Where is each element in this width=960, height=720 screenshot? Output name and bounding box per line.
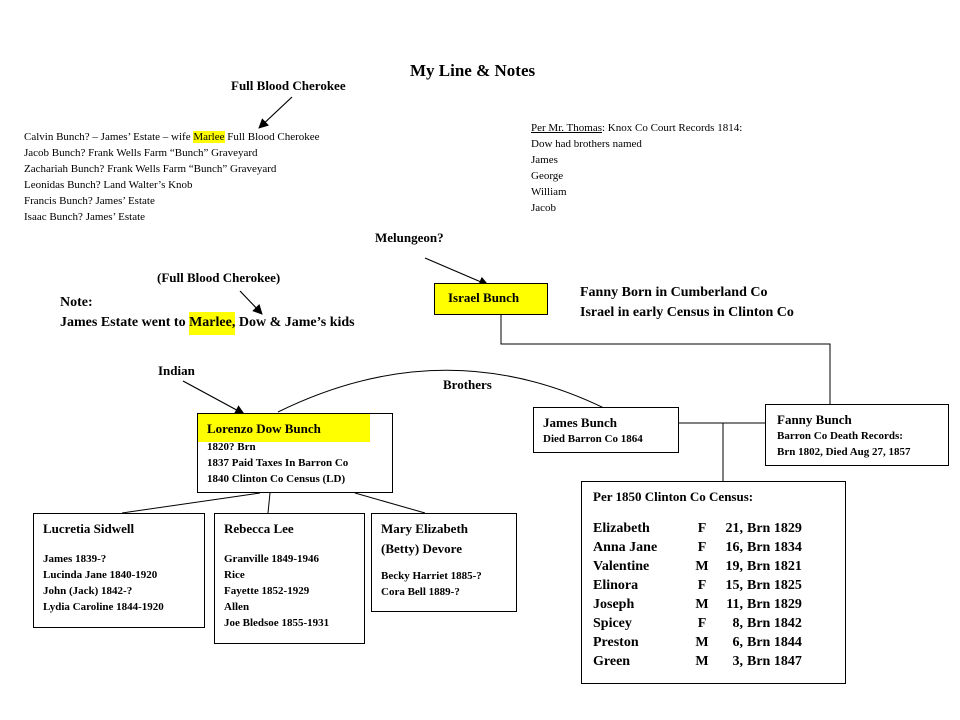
child-line: Allen [224,601,250,613]
relative-line: Zachariah Bunch? Frank Wells Farm “Bunch… [24,163,277,175]
thomas-line: James [531,154,558,166]
child-line: Joe Bledsoe 1855-1931 [224,617,330,629]
thomas-label: Per Mr. Thomas [531,122,602,134]
note-block: Note: James Estate went to Marlee, Dow &… [60,293,355,335]
fanny-name: Fanny Bunch [777,412,852,427]
fanny-notes: Fanny Born in Cumberland Co Israel in ea… [580,285,794,320]
james-bunch-box: James Bunch Died Barron Co 1864 [533,407,679,453]
israel-fanny-connector [500,315,831,404]
page-title: My Line & Notes [410,61,536,80]
child-line: Lydia Caroline 1844-1920 [43,601,164,613]
child-line: Granville 1849-1946 [224,553,320,565]
arrow-indian-to-lorenzo [182,380,245,415]
thomas-note: Per Mr. Thomas: Knox Co Court Records 18… [531,122,743,214]
arrow-cherokee-to-marlee [258,96,293,129]
mary-name-line-1: Mary Elizabeth [381,521,469,536]
lorenzo-name: Lorenzo Dow Bunch [207,421,321,436]
arrow-cherokee-paren-to-marlee [239,290,263,315]
full-blood-cherokee-paren-label: (Full Blood Cherokee) [157,270,281,285]
child-line: Lucinda Jane 1840-1920 [43,569,158,581]
child-line: Cora Bell 1889-? [381,586,460,598]
relative-line: Jacob Bunch? Frank Wells Farm “Bunch” Gr… [24,147,258,159]
child-line: John (Jack) 1842-? [43,585,133,597]
israel-bunch-box: Israel Bunch [434,283,548,315]
indian-label: Indian [158,363,195,378]
census-title: Per 1850 Clinton Co Census: [593,489,754,504]
brothers-arc [277,369,607,413]
lucretia-name: Lucretia Sidwell [43,521,135,536]
lorenzo-highlight-band [198,414,370,442]
israel-name: Israel Bunch [448,290,520,305]
marlee-highlight: Marlee [193,131,225,143]
rebecca-lee-box: Rebecca Lee Granville 1849-1946 Rice Fay… [214,513,365,644]
child-line: James 1839-? [43,553,107,565]
james-detail: Died Barron Co 1864 [543,433,643,445]
relative-line: Isaac Bunch? James’ Estate [24,211,146,223]
lucretia-sidwell-box: Lucretia Sidwell James 1839-? Lucinda Ja… [33,513,205,628]
relative-line: Francis Bunch? James’ Estate [24,195,155,207]
fanny-bunch-box: Fanny Bunch Barron Co Death Records: Brn… [765,404,949,466]
child-line: Becky Harriet 1885-? [381,570,482,582]
james-name: James Bunch [543,415,618,430]
rebecca-name: Rebecca Lee [224,521,294,536]
melungeon-label: Melungeon? [375,230,444,245]
child-line: Rice [224,569,245,581]
lorenzo-to-rebecca-line [267,492,271,514]
mary-elizabeth-devore-box: Mary Elizabeth (Betty) Devore Becky Harr… [371,513,517,612]
thomas-line: George [531,170,564,182]
full-blood-cherokee-label: Full Blood Cherokee [231,78,346,93]
lorenzo-to-mary-line [354,492,426,514]
relative-line: Leonidas Bunch? Land Walter’s Knob [24,179,193,191]
lorenzo-dow-bunch-box: Lorenzo Dow Bunch 1820? Brn 1837 Paid Ta… [197,413,393,493]
thomas-line: William [531,186,567,198]
brothers-label: Brothers [443,377,492,392]
thomas-line: Jacob [531,202,557,214]
thomas-line: Dow had brothers named [531,138,642,150]
mary-name-line-2: (Betty) Devore [381,541,462,556]
note-label: Note: [60,295,93,310]
calvin-line: Calvin Bunch? – James’ Estate – wife Mar… [24,131,320,143]
marlee-note-highlight: Marlee, [189,312,236,335]
arrow-melungeon-to-israel [424,257,489,287]
lorenzo-to-lucretia-line [121,492,261,514]
child-line: Fayette 1852-1929 [224,585,310,597]
possible-relatives-list: Calvin Bunch? – James’ Estate – wife Mar… [24,129,320,225]
